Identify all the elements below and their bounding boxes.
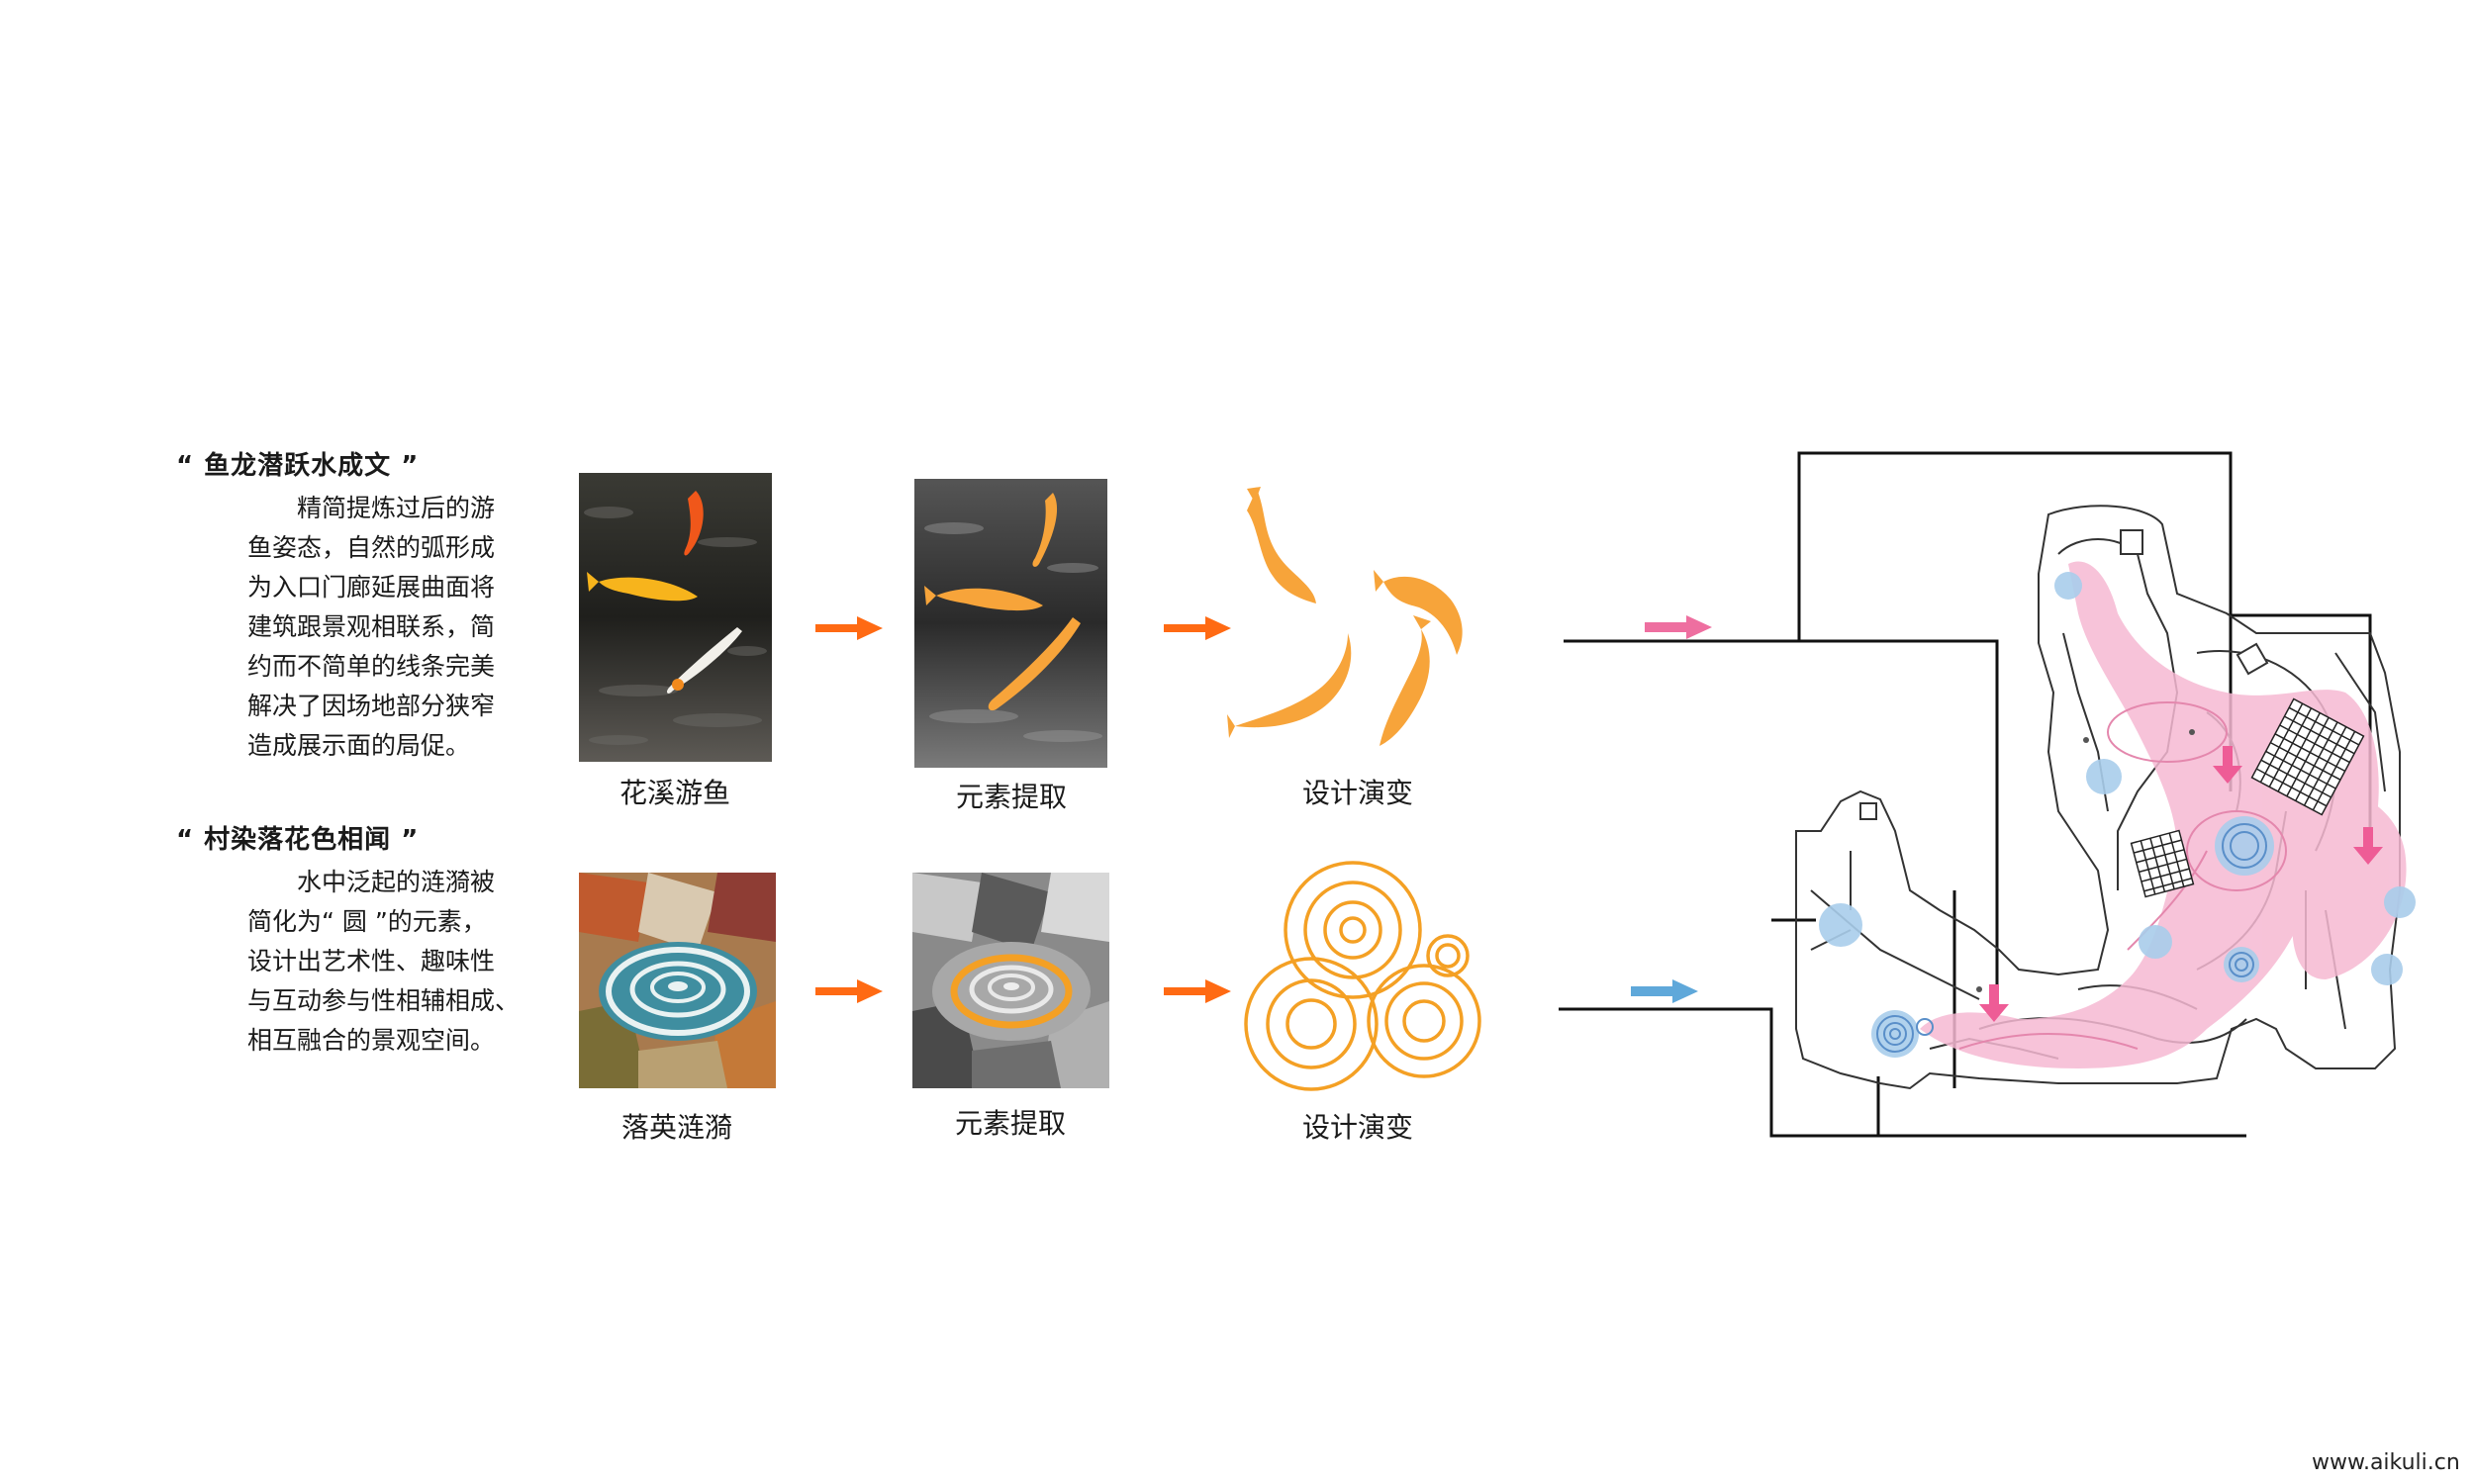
orange-arrow-icon [815, 979, 883, 1003]
section-2-title: “ 村染落花色相闻 ” [176, 825, 420, 855]
watermark: www.aikuli.cn [2312, 1450, 2460, 1475]
pink-down-arrow-icon [1979, 984, 2009, 1022]
step-1-3-caption: 设计演变 [1301, 777, 1413, 809]
section-1-description: 精简提炼过后的游 鱼姿态，自然的弧形成 为入口门廊延展曲面将 建筑跟景观相联系，… [247, 494, 496, 760]
pink-down-arrow-icon [2213, 746, 2242, 784]
fish-design-evolution [1227, 487, 1463, 746]
step-1-1-caption: 花溪游鱼 [618, 777, 730, 809]
extracted-ripple-photo [912, 873, 1109, 1088]
pink-down-arrow-icon [2353, 827, 2383, 865]
blue-arrow-icon [1631, 979, 1698, 1003]
extracted-koi-photo [914, 479, 1107, 768]
step-2-2-caption: 元素提取 [954, 1107, 1066, 1140]
orange-arrow-icon [1164, 616, 1231, 640]
step-2-3-caption: 设计演变 [1301, 1111, 1413, 1144]
section-2-description: 水中泛起的涟漪被 简化为“ 圆 ”的元素， 设计出艺术性、趣味性 与互动参与性相… [247, 868, 521, 1055]
step-1-2-caption: 元素提取 [955, 781, 1067, 813]
circles-design-evolution [1244, 861, 1481, 1091]
koi-photo [579, 473, 772, 762]
pink-arrow-icon [1645, 615, 1712, 639]
site-plan-leader-lines [1559, 451, 2372, 1138]
step-2-1-caption: 落英涟漪 [620, 1111, 732, 1144]
orange-arrow-icon [1164, 979, 1231, 1003]
section-1-title: “ 鱼龙潜跃水成文 ” [176, 451, 420, 481]
site-plan-drawing [1795, 505, 2416, 1090]
orange-arrow-icon [815, 616, 883, 640]
ripple-leaves-photo [579, 873, 776, 1088]
